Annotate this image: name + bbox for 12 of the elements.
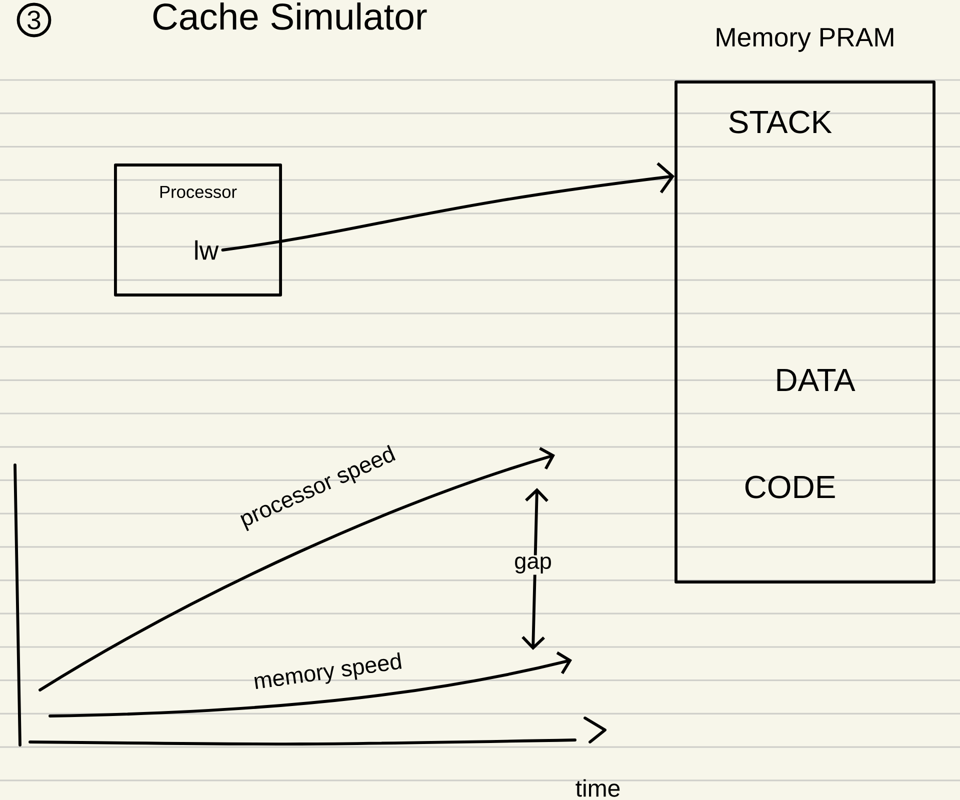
title: Cache Simulator (153, 2, 427, 30)
circled-number: 3 (16, 2, 52, 38)
section-label: CODE (745, 476, 835, 498)
axis-label: time (576, 779, 620, 797)
line-label: memory speed (254, 652, 402, 690)
section-label: DATA (777, 369, 856, 392)
gap-label: gap (512, 555, 554, 575)
box-title: Processor (160, 186, 237, 198)
arrow (221, 162, 675, 252)
section-label: STACK (729, 110, 832, 134)
box-heading: Memory PRAM (716, 28, 894, 52)
instruction-label: lw (195, 240, 219, 260)
